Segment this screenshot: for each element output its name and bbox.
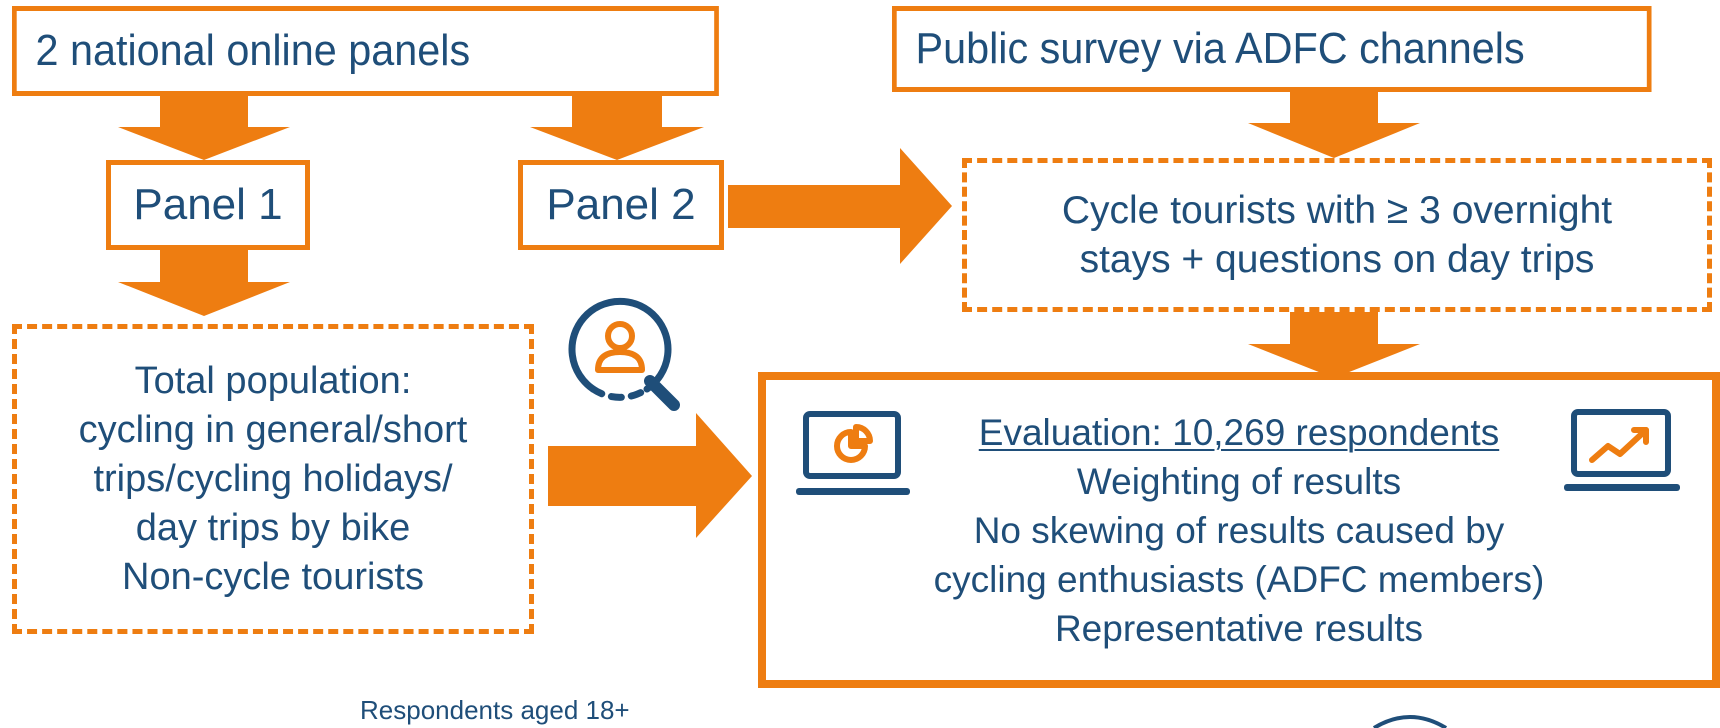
evaluation-line: cycling enthusiasts (ADFC members) bbox=[933, 558, 1545, 600]
public-survey-label: Public survey via ADFC channels bbox=[915, 24, 1525, 73]
evaluation-heading: Evaluation: 10,269 respondents bbox=[978, 411, 1500, 453]
panel1-label: Panel 1 bbox=[133, 180, 283, 229]
arrow-down-total-population bbox=[118, 250, 290, 316]
arrow-down-panel2 bbox=[530, 95, 704, 160]
total-population-line: Non-cycle tourists bbox=[122, 555, 424, 598]
panel2-box: Panel 2 bbox=[518, 160, 724, 250]
cycle-tourists-line: stays + questions on day trips bbox=[1079, 238, 1595, 281]
evaluation-box: Evaluation: 10,269 respondents Weighting… bbox=[758, 372, 1720, 688]
arrow-down-cycle-tourists bbox=[1248, 92, 1420, 158]
total-population-line: trips/cycling holidays/ bbox=[93, 457, 453, 500]
total-population-line: cycling in general/short bbox=[78, 408, 468, 451]
search-person-icon bbox=[568, 297, 680, 411]
laptop-line-chart-icon bbox=[1564, 409, 1680, 491]
public-survey-box: Public survey via ADFC channels bbox=[892, 6, 1652, 92]
arrow-right-evaluation bbox=[548, 413, 752, 538]
laptop-pie-chart-icon bbox=[796, 411, 910, 495]
total-population-line: day trips by bike bbox=[135, 506, 411, 549]
panel2-label: Panel 2 bbox=[546, 180, 696, 229]
evaluation-line: No skewing of results caused by bbox=[973, 509, 1505, 551]
cycle-tourists-box: Cycle tourists with ≥ 3 overnight stays … bbox=[962, 158, 1712, 312]
total-population-box: Total population: cycling in general/sho… bbox=[12, 324, 534, 634]
logo-arc-icon bbox=[1372, 715, 1448, 728]
national-panels-label: 2 national online panels bbox=[35, 26, 471, 75]
evaluation-line: Weighting of results bbox=[1076, 460, 1402, 502]
arrow-down-panel1 bbox=[118, 95, 290, 160]
national-panels-box: 2 national online panels bbox=[12, 6, 719, 96]
total-population-line: Total population: bbox=[134, 359, 412, 402]
panel1-box: Panel 1 bbox=[106, 160, 310, 250]
evaluation-line: Representative results bbox=[1054, 607, 1424, 649]
respondents-age-note: Respondents aged 18+ bbox=[360, 695, 630, 725]
cycle-tourists-line: Cycle tourists with ≥ 3 overnight bbox=[1061, 189, 1613, 232]
arrow-down-evaluation bbox=[1248, 312, 1420, 378]
arrow-right-cycle-tourists bbox=[728, 148, 952, 264]
